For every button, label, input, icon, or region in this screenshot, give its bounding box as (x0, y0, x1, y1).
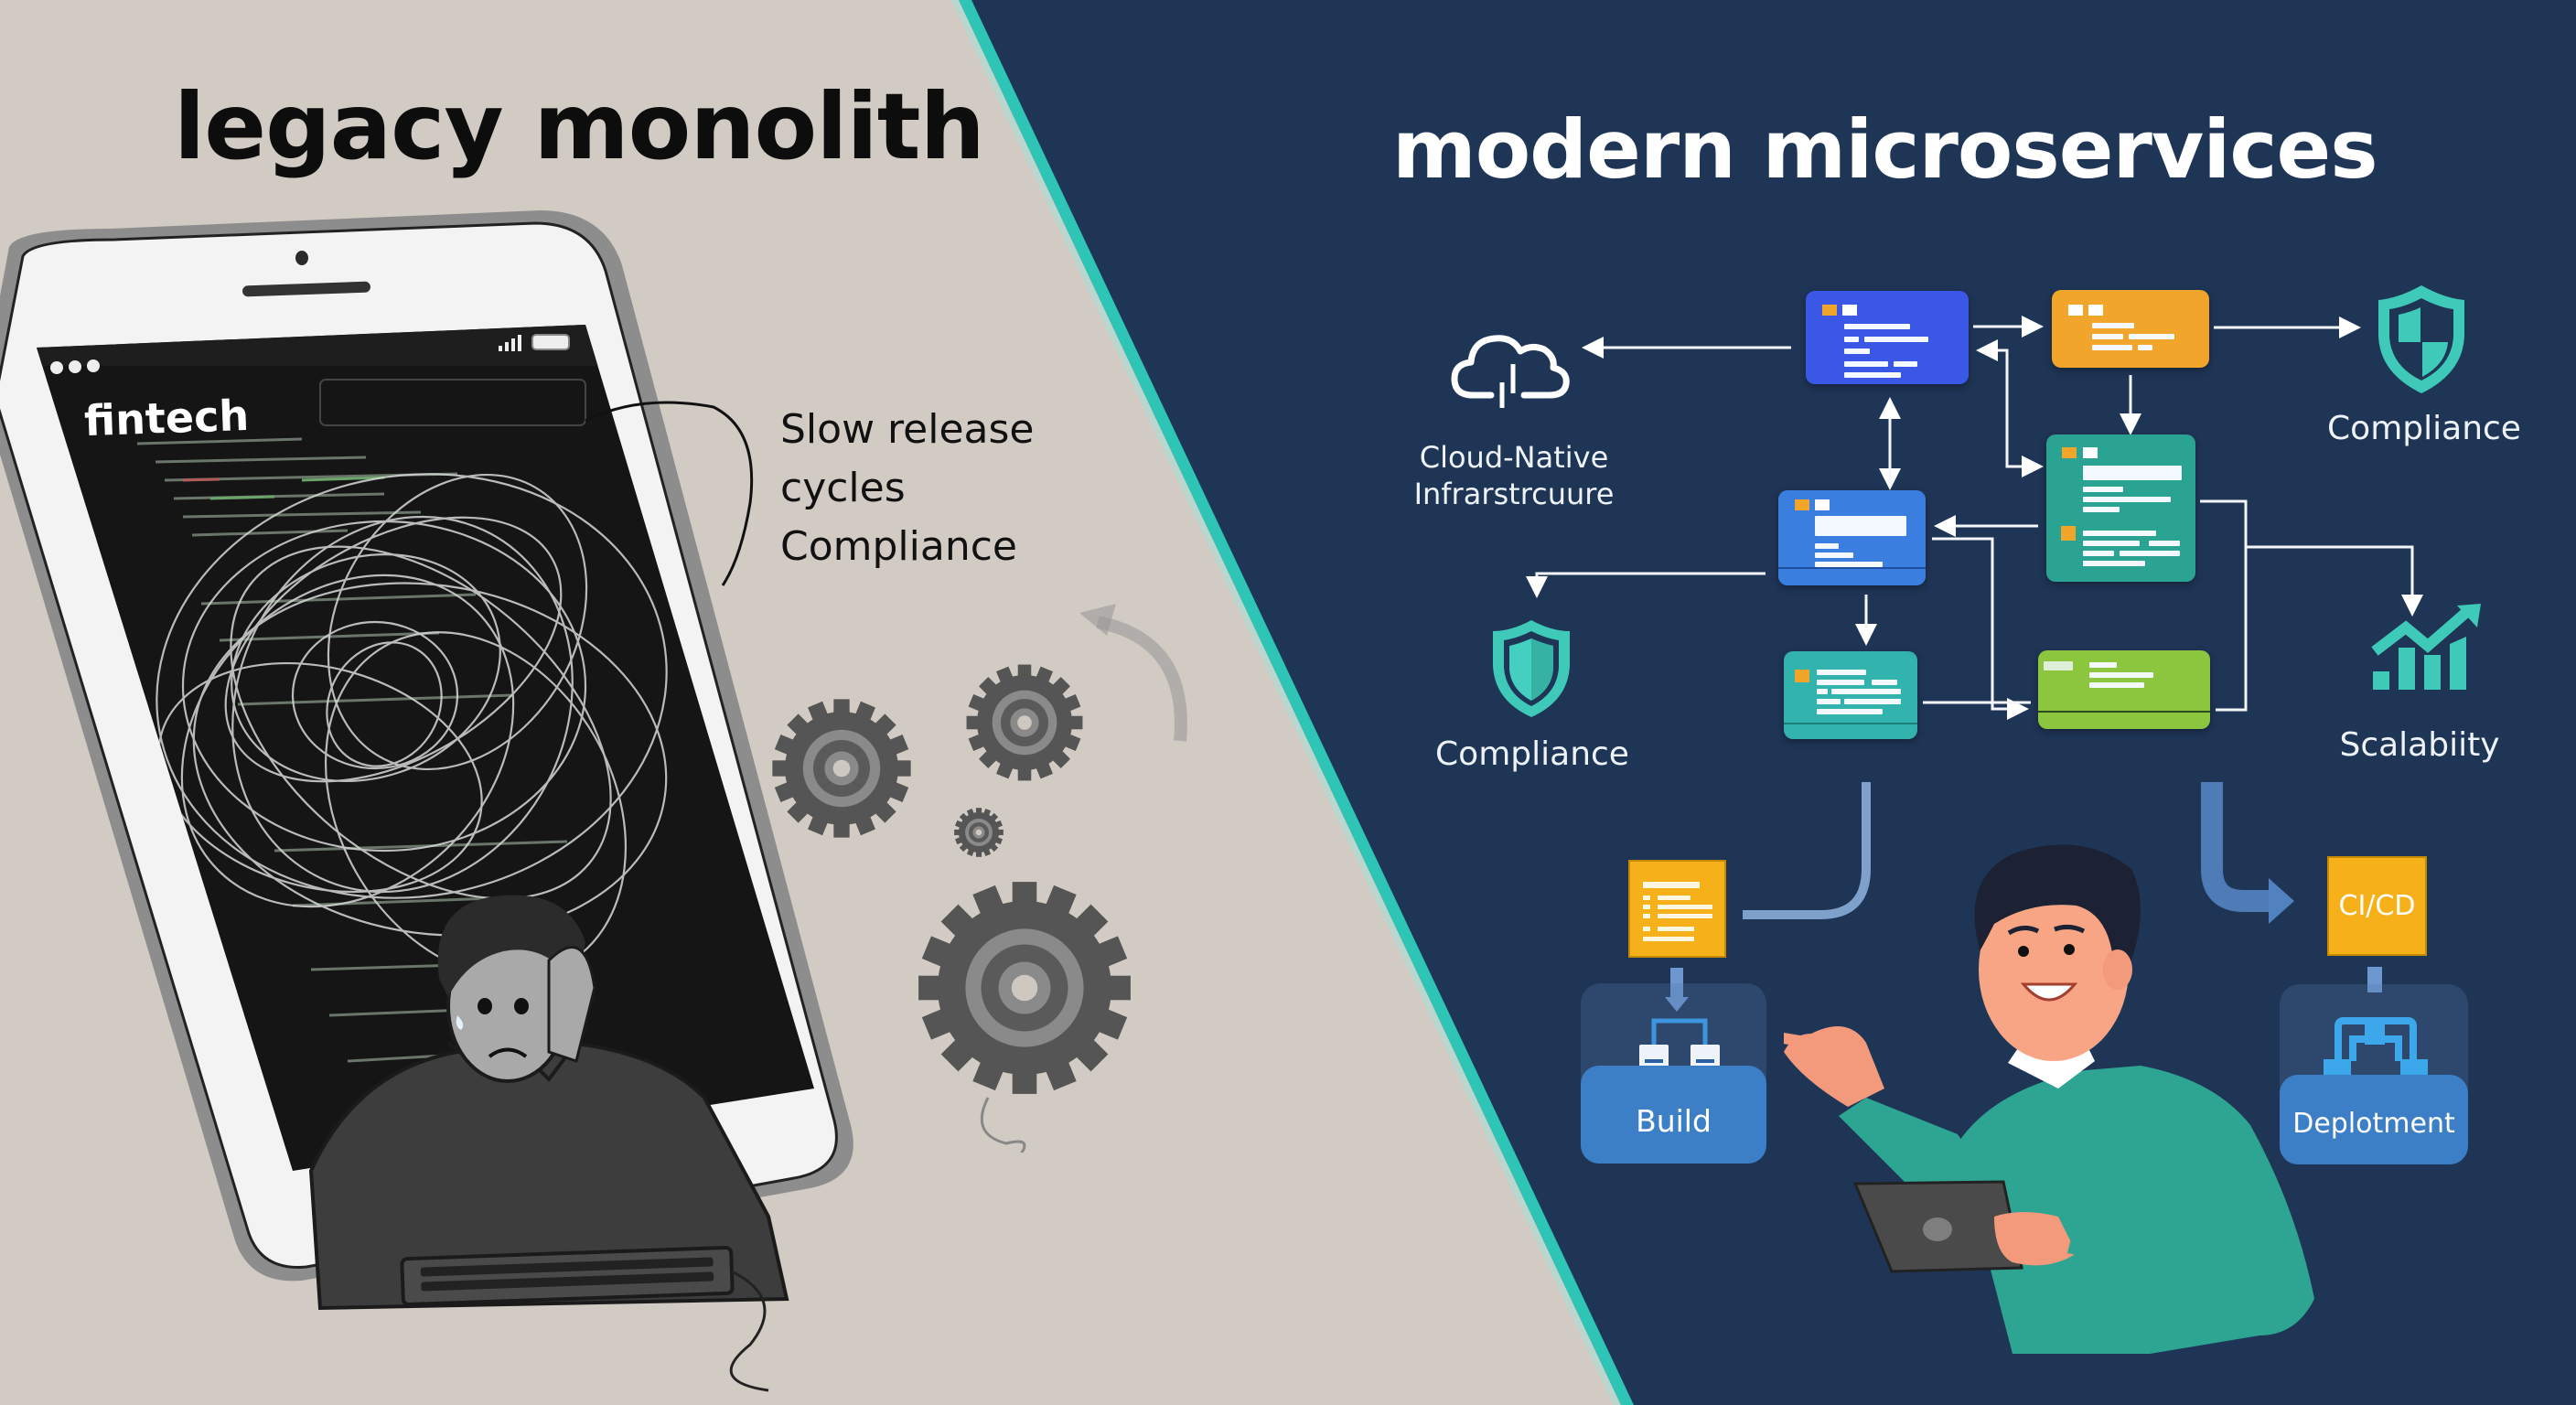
service-box-f (2038, 650, 2210, 729)
cloud-icon (1451, 335, 1570, 408)
cloud-native-label: Cloud-Native Infrarstrcuure (1409, 439, 1619, 512)
cloud-label-line2: Infrarstrcuure (1413, 477, 1615, 511)
left-title: legacy monolith (174, 73, 985, 180)
happy-developer-illustration (1784, 844, 2314, 1354)
stressed-developer-illustration (308, 895, 789, 1392)
pain-point: cycles (780, 465, 906, 511)
service-box-b (2052, 290, 2209, 368)
deployment-button[interactable]: Deplotment (2280, 1075, 2468, 1164)
service-box-a (1806, 291, 1969, 384)
cloud-label-line1: Cloud-Native (1419, 440, 1609, 475)
compliance-label-right: Compliance (2327, 410, 2521, 447)
build-source-icon (1628, 860, 1726, 958)
build-button[interactable]: Build (1581, 1066, 1766, 1164)
rusty-gears-icon (714, 604, 1187, 1153)
compliance-label-left: Compliance (1435, 735, 1629, 773)
service-box-d (1778, 490, 1926, 585)
shield-icon (2378, 285, 2464, 393)
phone-illustration (0, 210, 853, 1282)
right-title: modern microservices (1392, 102, 2378, 197)
service-box-c (2046, 434, 2195, 582)
deployment-nodes-icon (2324, 1017, 2428, 1083)
growth-chart-icon (2371, 604, 2481, 690)
service-box-e (1784, 651, 1917, 739)
pain-points-list: Slow release cycles Compliance (780, 401, 1035, 576)
shield-icon (1493, 620, 1570, 717)
scalability-label: Scalabiity (2339, 726, 2500, 764)
cicd-badge[interactable]: CI/CD (2327, 856, 2427, 956)
pain-point: Compliance (780, 523, 1017, 570)
pain-point: Slow release (780, 406, 1035, 453)
